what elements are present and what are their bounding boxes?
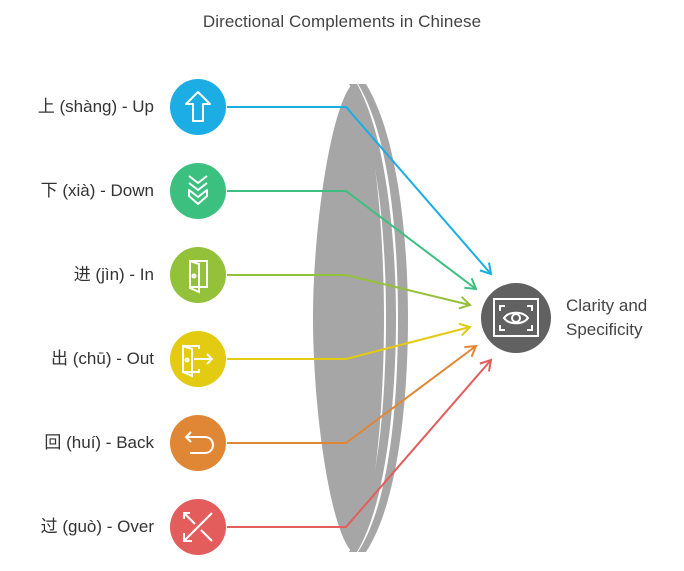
eye-focus-icon — [493, 298, 539, 337]
item-circle-up — [170, 79, 226, 135]
door-in-icon — [189, 259, 208, 294]
connectors — [227, 106, 493, 528]
arrowhead-out — [458, 322, 472, 337]
connector-down — [227, 190, 477, 290]
lens-front-layer — [313, 84, 384, 552]
connector-over — [227, 359, 492, 528]
connector-out — [227, 326, 471, 360]
arrow-up-icon — [185, 91, 211, 122]
result-node — [481, 283, 551, 353]
result-label: Clarity and Specificity — [566, 294, 647, 342]
item-label-in: 进 (jìn) - In — [73, 265, 154, 284]
item-label-up: 上 (shàng) - Up — [37, 97, 154, 116]
lens-back-layer — [358, 84, 408, 552]
item-label-out: 出 (chū) - Out — [51, 349, 154, 368]
lens-middle-layer — [349, 84, 396, 552]
result-label-line2: Specificity — [566, 320, 643, 339]
item-back — [170, 415, 226, 471]
item-in — [170, 247, 226, 303]
item-label-over: 过 (guò) - Over — [40, 517, 154, 536]
item-over — [170, 499, 226, 555]
item-out — [170, 331, 226, 387]
arrowhead-over — [479, 358, 493, 372]
arrowhead-back — [464, 344, 478, 358]
diagram-title: Directional Complements in Chinese — [202, 12, 482, 31]
result-circle — [481, 283, 551, 353]
cross-arrows-icon — [183, 512, 213, 542]
item-circle-back — [170, 415, 226, 471]
item-label-back: 回 (huí) - Back — [44, 433, 154, 452]
connector-in — [227, 274, 471, 306]
return-icon — [184, 431, 215, 454]
connector-back — [227, 345, 477, 444]
connector-up — [227, 106, 492, 275]
arrowhead-up — [479, 262, 493, 276]
chevrons-down-icon — [188, 175, 208, 205]
item-up — [170, 79, 226, 135]
arrowhead-down — [464, 277, 478, 291]
item-label-down: 下 (xià) - Down — [40, 181, 154, 200]
lens — [313, 84, 408, 552]
item-down — [170, 163, 226, 219]
result-label-line1: Clarity and — [566, 296, 648, 315]
door-out-icon — [182, 344, 214, 378]
arrowhead-in — [458, 296, 472, 310]
